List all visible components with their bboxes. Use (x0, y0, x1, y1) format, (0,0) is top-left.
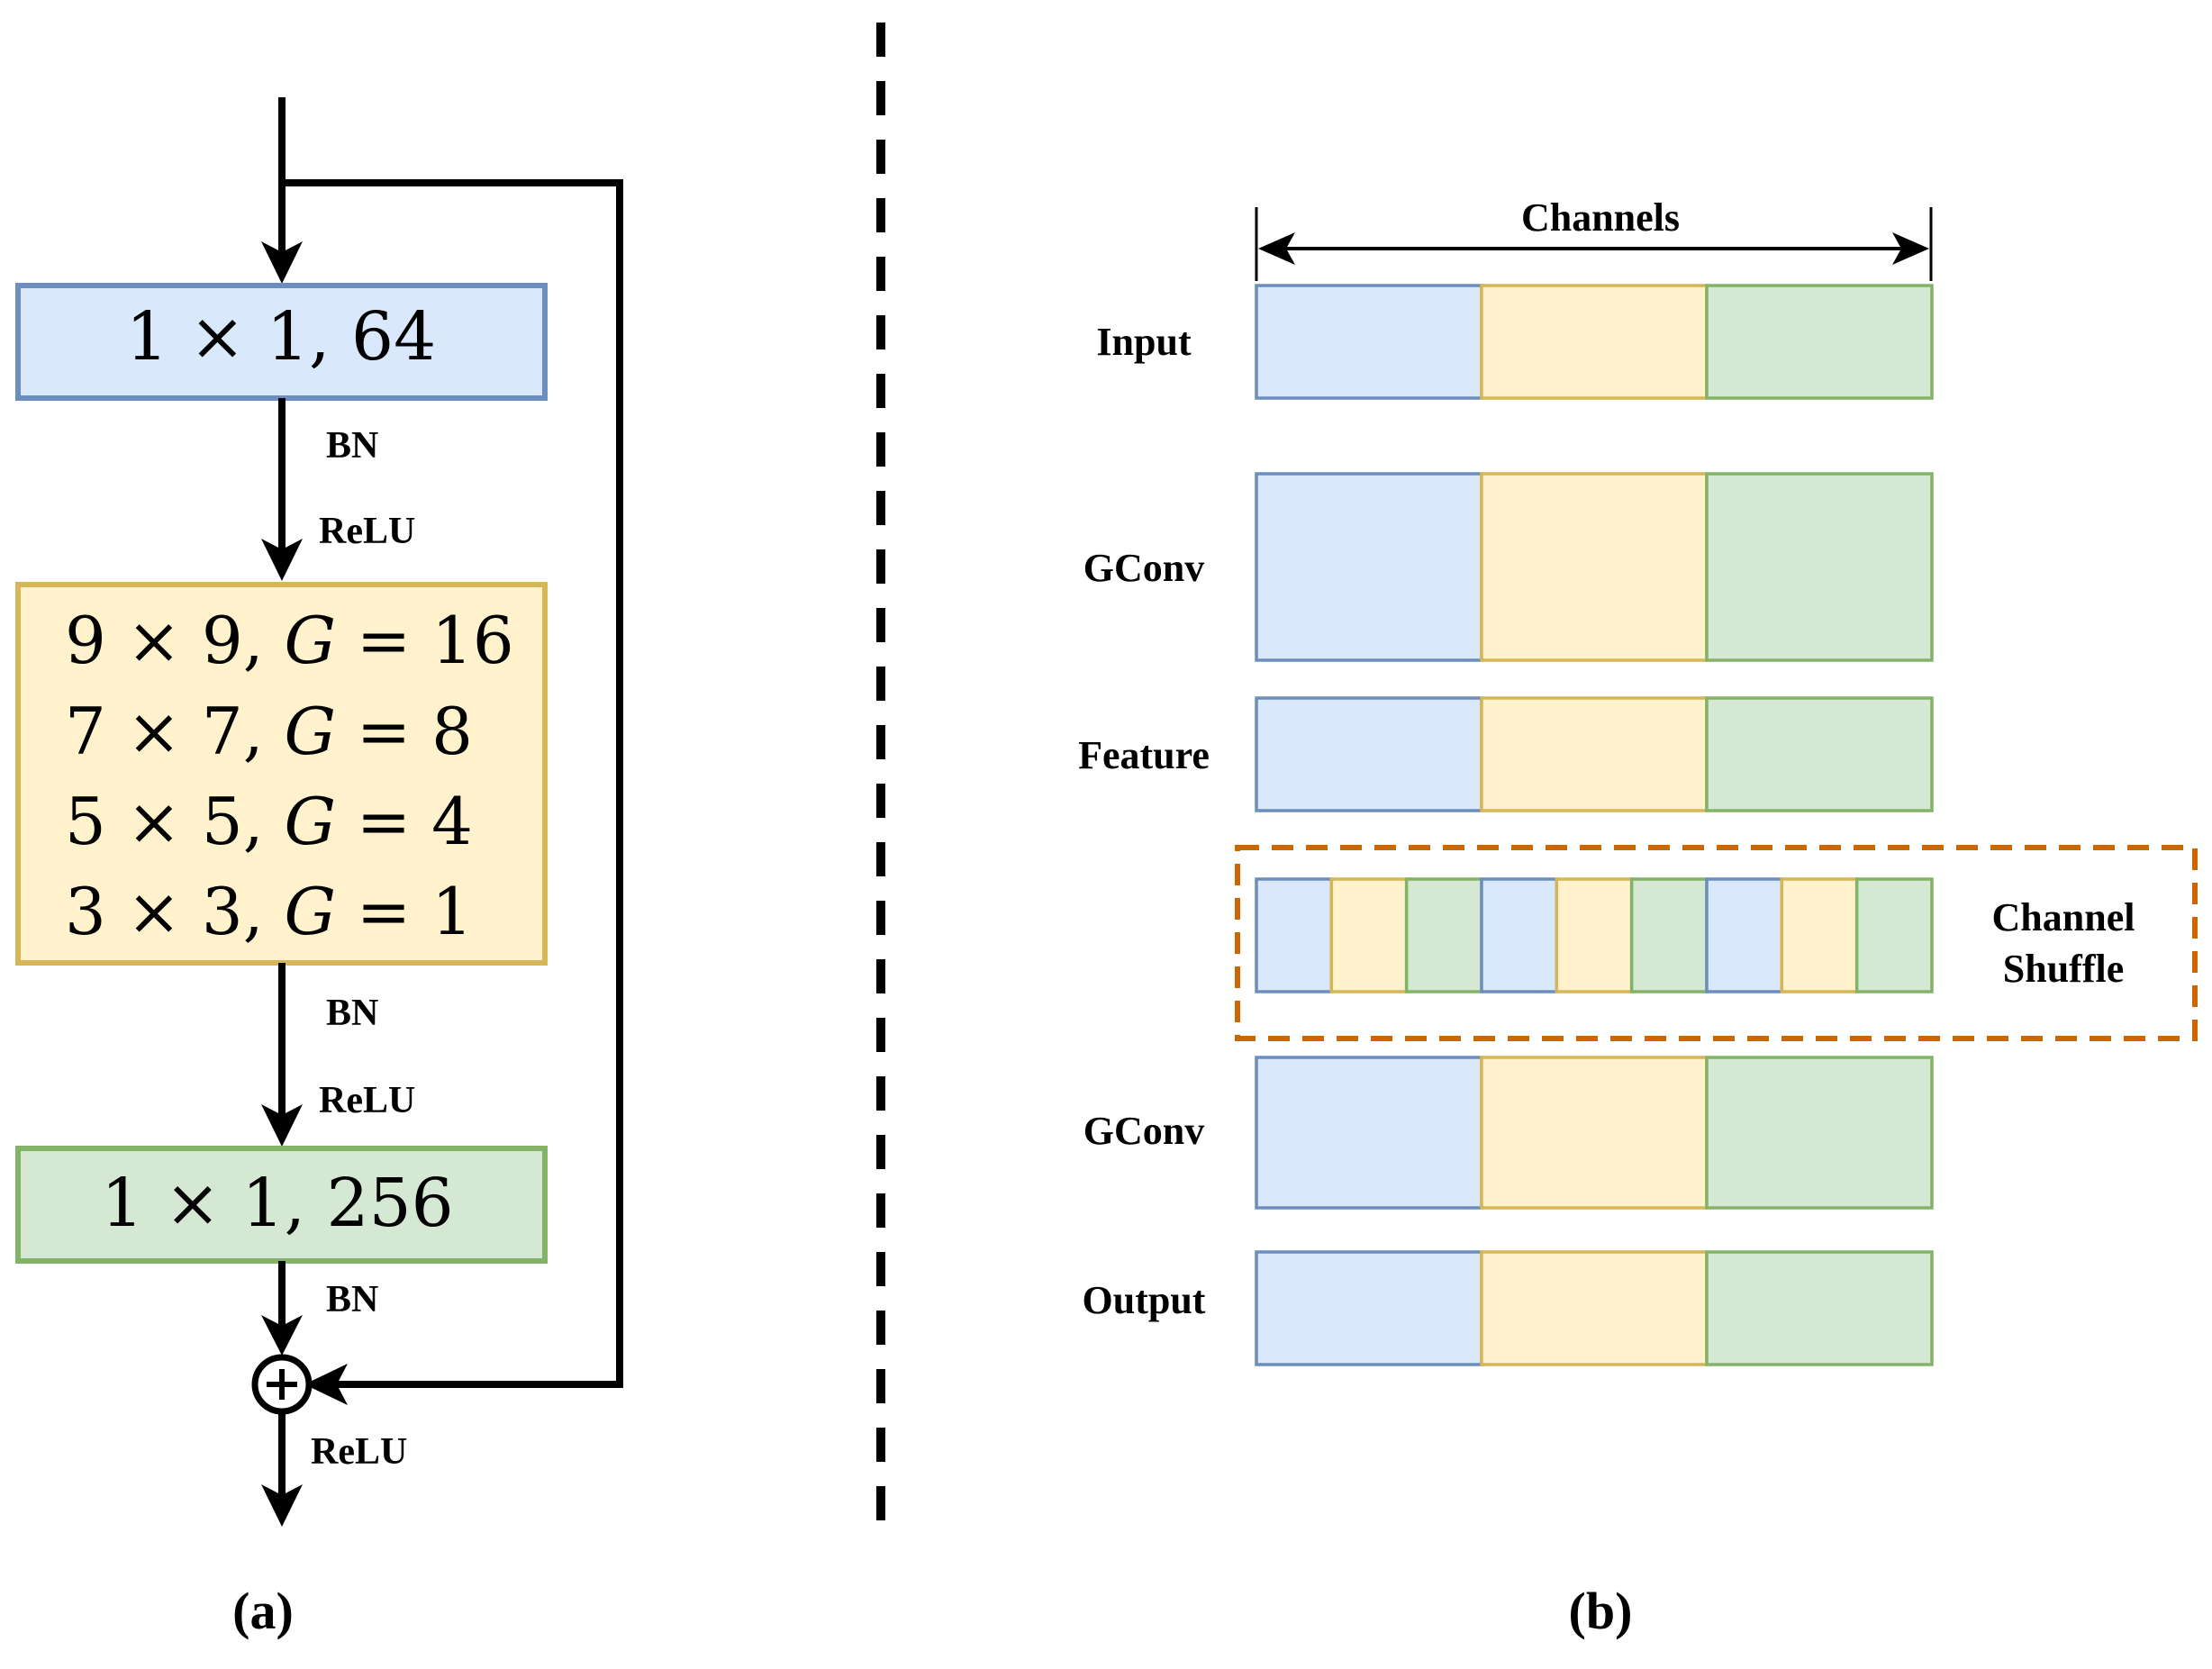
row-input (1255, 284, 1934, 400)
bn-label-2: BN (326, 993, 378, 1034)
row-label-output: Output (1083, 1278, 1206, 1322)
input-group-green (1705, 284, 1934, 400)
arrow-head-into-block3 (261, 1104, 303, 1147)
row-output (1255, 1250, 1934, 1366)
shuffled-channel-blue (1705, 877, 1784, 993)
relu-label-1: ReLU (319, 511, 415, 552)
shuffled-channel-yellow (1555, 877, 1634, 993)
output-group-yellow (1480, 1250, 1709, 1366)
shuffled-channel-blue (1255, 877, 1334, 993)
feature-group-yellow (1480, 696, 1709, 812)
channels-arrow-left (1258, 232, 1295, 265)
kernel-line-3: 5 × 5, G = 4 (65, 784, 473, 859)
gconv2-group-yellow (1480, 1056, 1709, 1210)
input-group-blue (1255, 284, 1483, 400)
row-channel-shuffle (1255, 877, 1934, 993)
arrow-head-into-sum (304, 1364, 348, 1405)
arrow-head-into-block2 (261, 539, 303, 581)
shuffled-channel-blue (1480, 877, 1559, 993)
gconv1-group-green (1705, 472, 1934, 662)
row-label-gconv-1: GConv (1083, 546, 1204, 590)
row-label-input: Input (1096, 320, 1192, 364)
shuffle-label-line2: Shuffle (2003, 947, 2124, 991)
channels-label: Channels (1521, 195, 1680, 240)
caption-a: (a) (232, 1582, 294, 1640)
arrow-head-output (261, 1484, 303, 1527)
shuffled-channel-green (1854, 877, 1934, 993)
shuffled-channel-yellow (1780, 877, 1859, 993)
shuffled-channel-yellow (1329, 877, 1409, 993)
caption-b: (b) (1569, 1582, 1633, 1640)
conv1x1-256-block (15, 1146, 548, 1264)
channel-shuffle-box (1235, 845, 2198, 1041)
feature-group-green (1705, 696, 1934, 812)
conv1x1-64-label: 1 × 1, 64 (126, 298, 436, 376)
relu-label-2: ReLU (319, 1080, 415, 1121)
relu-label-3: ReLU (311, 1431, 407, 1473)
bn-label-3: BN (326, 1279, 378, 1320)
output-group-blue (1255, 1250, 1483, 1366)
gconv2-group-blue (1255, 1056, 1483, 1210)
row-feature (1255, 696, 1934, 812)
kernel-line-2: 7 × 7, G = 8 (65, 694, 473, 769)
shuffled-channel-green (1629, 877, 1709, 993)
output-group-green (1705, 1250, 1934, 1366)
row-gconv-1 (1255, 472, 1934, 662)
panel-b: Channels Input GConv Feature GConv Outpu… (1078, 195, 2198, 1640)
bn-label-1: BN (326, 425, 378, 467)
input-group-yellow (1480, 284, 1709, 400)
shuffled-channel-green (1404, 877, 1483, 993)
conv1x1-256-label: 1 × 1, 256 (101, 1165, 454, 1242)
row-gconv-2 (1255, 1056, 1934, 1210)
feature-group-blue (1255, 696, 1483, 812)
kernel-line-4: 3 × 3, G = 1 (65, 874, 473, 949)
shuffle-label-line1: Channel (1992, 895, 2135, 939)
arrow-head-into-block1 (261, 241, 303, 284)
row-label-gconv-2: GConv (1083, 1109, 1204, 1153)
panel-a: 1 × 1, 64 BN ReLU 9 × 9, G = 16 7 × 7, G… (15, 97, 623, 1640)
gconv1-group-yellow (1480, 472, 1709, 662)
row-label-feature: Feature (1078, 733, 1210, 777)
channels-arrow-right (1892, 232, 1929, 265)
gconv1-group-blue (1255, 472, 1483, 662)
skip-connection (282, 179, 623, 1388)
conv1x1-64-block (15, 283, 548, 401)
gconv2-group-green (1705, 1056, 1934, 1210)
arrow-head-into-sum-top (261, 1315, 303, 1356)
kernel-line-1: 9 × 9, G = 16 (65, 603, 514, 678)
multi-kernel-gconv-block (15, 582, 548, 966)
